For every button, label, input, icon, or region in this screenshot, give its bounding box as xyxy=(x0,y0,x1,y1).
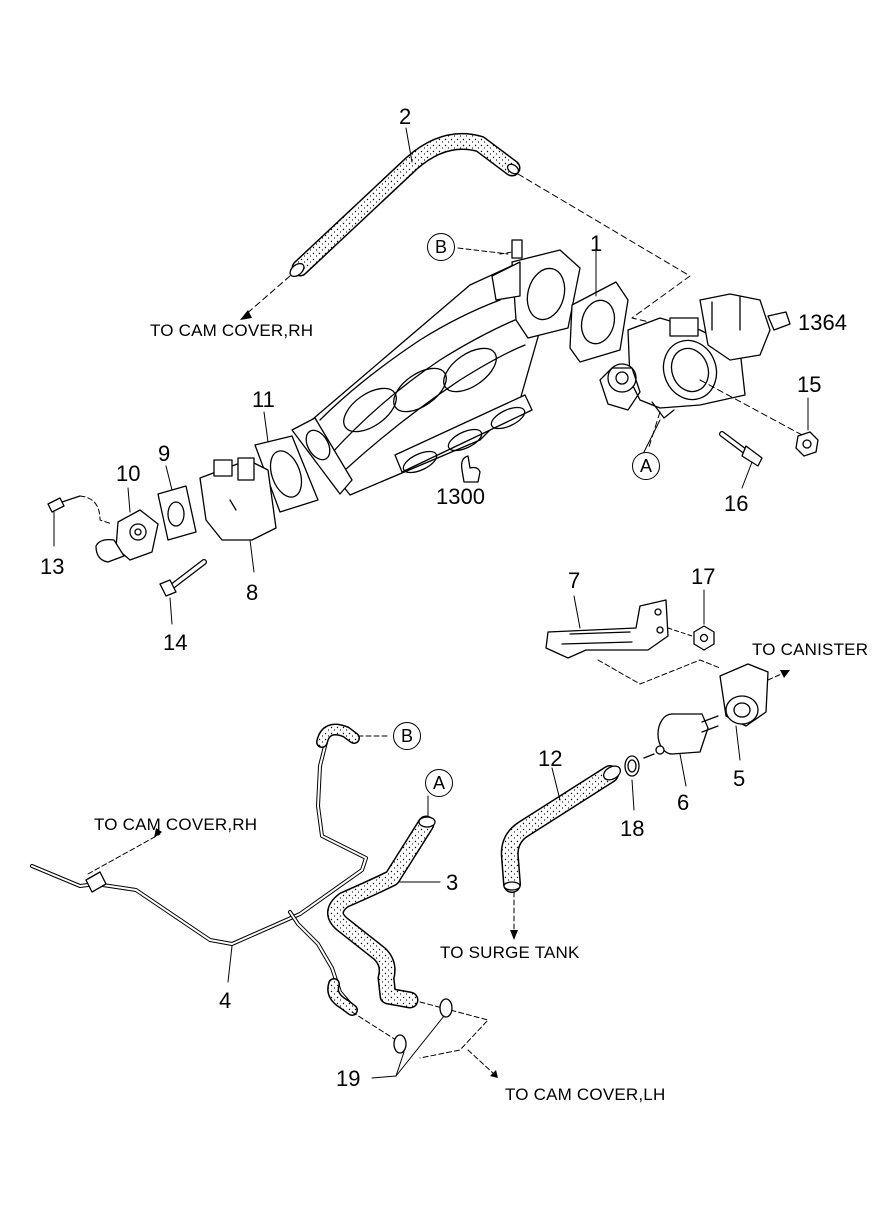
callout-17: 17 xyxy=(691,564,716,589)
valve-5 xyxy=(719,663,769,761)
callout-2: 2 xyxy=(399,104,412,129)
callout-19: 19 xyxy=(336,1066,361,1091)
callout-14: 14 xyxy=(163,630,188,655)
ref-b-bottom: B xyxy=(393,722,421,750)
callout-3: 3 xyxy=(446,870,459,895)
hose-3 xyxy=(327,795,441,1009)
ref-b-top: B xyxy=(427,233,455,261)
gasket-11 xyxy=(254,411,319,513)
callout-11: 11 xyxy=(252,387,275,412)
pipe-leaders xyxy=(87,735,495,1075)
ref-a-bottom: A xyxy=(425,769,453,797)
ref-a-top: A xyxy=(632,452,660,480)
callout-13: 13 xyxy=(40,554,65,579)
solenoid-6 xyxy=(643,713,719,787)
dest-cam-cover-rh-top: TO CAM COVER,RH xyxy=(150,321,314,340)
actuator-10 xyxy=(95,487,159,563)
nut-17 xyxy=(667,589,715,651)
dest-canister: TO CANISTER xyxy=(752,640,869,659)
dest-cam-cover-rh-bottom: TO CAM COVER,RH xyxy=(94,815,258,834)
intake-manifold xyxy=(291,239,581,496)
callout-16: 16 xyxy=(724,491,749,516)
callout-18: 18 xyxy=(620,816,645,841)
gasket-1 xyxy=(569,247,629,363)
callout-10: 10 xyxy=(116,461,141,486)
callout-1300: 1300 xyxy=(436,484,485,509)
callout-4: 4 xyxy=(219,988,232,1013)
hose-2 xyxy=(289,127,521,278)
throttle-body xyxy=(599,293,791,419)
callout-12: 12 xyxy=(538,746,563,771)
callout-9: 9 xyxy=(158,441,171,466)
clamps-19 xyxy=(371,998,453,1079)
callout-7: 7 xyxy=(568,568,581,593)
dest-surge-tank: TO SURGE TANK xyxy=(440,943,580,962)
housing-8 xyxy=(199,457,277,573)
bolt-14 xyxy=(159,559,207,625)
callout-1: 1 xyxy=(590,231,603,256)
bracket-7 xyxy=(545,595,669,659)
callout-6: 6 xyxy=(677,790,690,815)
bolt-16 xyxy=(719,431,763,489)
clamp-18 xyxy=(624,755,640,811)
callout-5: 5 xyxy=(733,766,746,791)
callout-15: 15 xyxy=(797,372,822,397)
hose-12 xyxy=(500,765,622,931)
gasket-9 xyxy=(157,465,197,541)
pipe-assembly-4 xyxy=(30,723,368,1016)
dest-cam-cover-lh: TO CAM COVER,LH xyxy=(505,1085,666,1104)
bolt-13 xyxy=(47,495,113,547)
nut-15 xyxy=(795,397,819,457)
callout-1364: 1364 xyxy=(798,310,847,335)
callout-8: 8 xyxy=(246,580,259,605)
